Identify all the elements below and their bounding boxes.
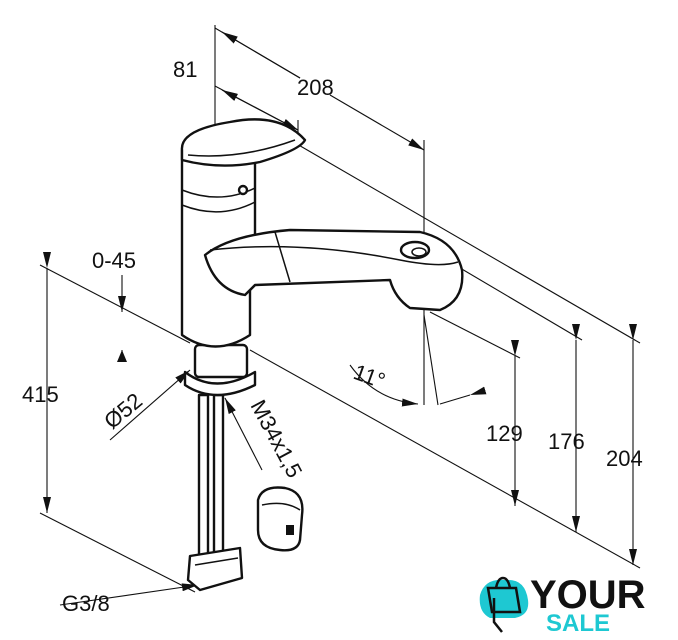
hose-clip — [256, 486, 304, 552]
faucet-body — [180, 118, 464, 592]
dim-208: 208 — [297, 75, 334, 100]
spray-button — [399, 240, 431, 260]
dim-diameter: Ø52 — [99, 388, 147, 434]
hose-left — [197, 393, 210, 557]
dim-thread: M34x1,5 — [246, 396, 308, 482]
dim-176: 176 — [548, 429, 585, 454]
dim-415: 415 — [22, 382, 59, 407]
yoursale-logo: YOUR SALE — [479, 573, 646, 637]
hose-fitting — [186, 546, 244, 592]
dimension-labels: 81 208 0-45 415 Ø52 M34x1,5 11° 129 176 … — [22, 57, 643, 616]
lever-handle — [180, 118, 307, 167]
dim-0-45: 0-45 — [92, 248, 136, 273]
logo-sale: SALE — [546, 610, 610, 637]
dim-81: 81 — [173, 57, 197, 82]
pull-out-spout — [203, 228, 464, 312]
dim-129: 129 — [486, 421, 523, 446]
dim-204: 204 — [606, 446, 643, 471]
logo-your: YOUR — [530, 573, 646, 617]
hose-right — [212, 393, 225, 557]
dimension-lines — [39, 25, 641, 606]
dim-angle: 11° — [350, 359, 388, 393]
dim-g3-8: G3/8 — [62, 591, 110, 616]
